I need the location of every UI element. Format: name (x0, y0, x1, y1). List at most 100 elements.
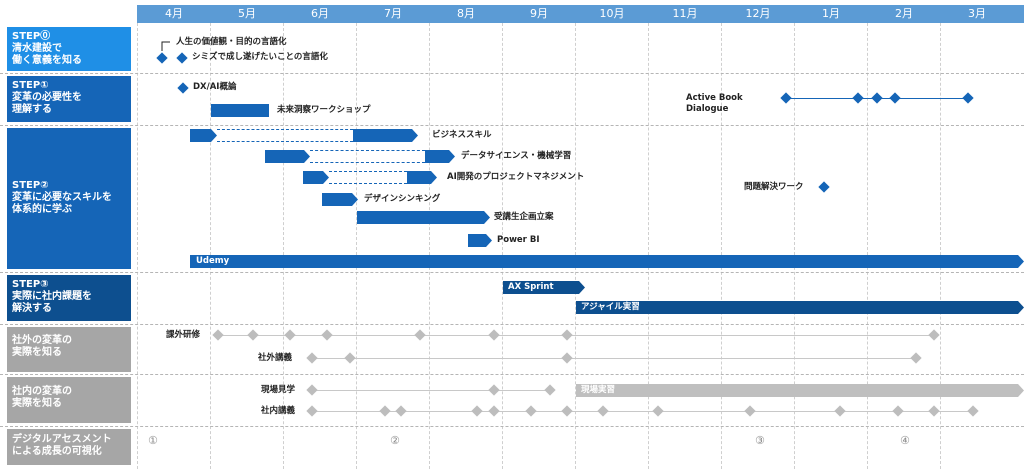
udemy-label: Udemy (196, 256, 230, 266)
month-gridline (429, 23, 430, 469)
month-gridline (575, 23, 576, 469)
agile-bar (576, 301, 1024, 314)
month-label: 11月 (672, 7, 698, 20)
problem-label: 問題解決ワーク (744, 182, 804, 192)
milestone-diamond (928, 329, 940, 341)
axsprint-bar (503, 281, 585, 294)
milestone-diamond (344, 352, 356, 364)
month-gridline (721, 23, 722, 469)
milestone-diamond (321, 329, 333, 341)
month-gridline (867, 23, 868, 469)
milestone-diamond (176, 52, 188, 64)
int-lecture-label: 社内講義 (261, 406, 296, 416)
aipm-dash (329, 183, 407, 184)
month-gridline (356, 23, 357, 469)
milestone-diamond (247, 329, 259, 341)
milestone-diamond (525, 405, 537, 417)
internal-change-label: 社内の変革の 実際を知る (7, 377, 131, 423)
udemy-bar (190, 255, 1024, 268)
datasci-bar-end (425, 150, 455, 163)
month-label: 3月 (968, 7, 986, 20)
row-divider (0, 73, 1024, 74)
connector-icon (161, 41, 170, 51)
milestone-diamond (597, 405, 609, 417)
milestone-diamond (414, 329, 426, 341)
milestone-diamond (871, 92, 883, 104)
milestone-diamond (561, 352, 573, 364)
external-change-label: 社外の変革の 実際を知る (7, 327, 131, 372)
business-label: ビジネススキル (432, 130, 492, 140)
month-label: 12月 (745, 7, 771, 20)
aipm-dash (329, 171, 407, 172)
milestone-diamond (561, 329, 573, 341)
site-practice-bar (576, 384, 1024, 397)
month-gridline (502, 23, 503, 469)
datasci-dash (310, 150, 425, 151)
milestone-diamond (834, 405, 846, 417)
step-0-label: STEP⓪ 清水建設で 働く意義を知る (7, 27, 131, 71)
ext-training-label: 課外研修 (166, 330, 201, 340)
design-bar (322, 193, 358, 206)
month-gridline (137, 23, 138, 469)
ext-lecture-line (312, 358, 916, 359)
row-divider (0, 324, 1024, 325)
milestone-diamond (852, 92, 864, 104)
milestone-diamond (928, 405, 940, 417)
dx-ai-label: DX/AI概論 (193, 82, 237, 92)
plan-bar (357, 211, 490, 224)
aipm-bar-end (407, 171, 437, 184)
milestone-diamond (488, 405, 500, 417)
month-header (137, 5, 1024, 23)
milestone-diamond (306, 352, 318, 364)
milestone-diamond (156, 52, 168, 64)
month-label: 4月 (165, 7, 183, 20)
month-label: 6月 (311, 7, 329, 20)
milestone-diamond (379, 405, 391, 417)
milestone-diamond (471, 405, 483, 417)
ext-lecture-label: 社外講義 (258, 353, 293, 363)
row-divider (0, 374, 1024, 375)
milestone-diamond (284, 329, 296, 341)
month-label: 1月 (822, 7, 840, 20)
site-visit-line (312, 390, 550, 391)
datasci-label: データサイエンス・機械学習 (461, 151, 572, 161)
shimizu-goal-label: シミズで成し遂げたいことの言語化 (192, 52, 328, 62)
assessment-3: ③ (755, 434, 765, 447)
milestone-diamond (306, 384, 318, 396)
step-1-label: STEP① 変革の必要性を 理解する (7, 76, 131, 122)
design-label: デザインシンキング (364, 194, 441, 204)
row-divider (0, 125, 1024, 126)
row-divider (0, 272, 1024, 273)
business-bar-end (353, 129, 418, 142)
assessment-1: ① (148, 434, 158, 447)
month-label: 8月 (457, 7, 475, 20)
milestone-diamond (910, 352, 922, 364)
plan-label: 受講生企画立案 (494, 212, 554, 222)
month-gridline (940, 23, 941, 469)
site-visit-label: 現場見学 (261, 385, 296, 395)
month-label: 10月 (599, 7, 625, 20)
row-divider (0, 426, 1024, 427)
datasci-dash (310, 162, 425, 163)
axsprint-label: AX Sprint (508, 282, 554, 292)
milestone-diamond (892, 405, 904, 417)
step-3-label: STEP③ 実際に社内課題を 解決する (7, 275, 131, 321)
month-label: 5月 (238, 7, 256, 20)
milestone-diamond (212, 329, 224, 341)
aipm-bar-start (303, 171, 329, 184)
milestone-diamond (818, 181, 830, 193)
milestone-diamond (652, 405, 664, 417)
business-dash (217, 129, 353, 130)
milestone-diamond (395, 405, 407, 417)
month-label: 7月 (384, 7, 402, 20)
int-lecture-line (312, 411, 973, 412)
workshop-bar (211, 104, 269, 117)
milestone-diamond (780, 92, 792, 104)
workshop-label: 未来洞察ワークショップ (277, 105, 371, 115)
step-2-label: STEP② 変革に必要なスキルを 体系的に学ぶ (7, 128, 131, 269)
values-label: 人生の価値観・目的の言語化 (176, 37, 287, 47)
milestone-diamond (744, 405, 756, 417)
business-dash (217, 141, 353, 142)
month-gridline (794, 23, 795, 469)
business-bar-start (190, 129, 217, 142)
